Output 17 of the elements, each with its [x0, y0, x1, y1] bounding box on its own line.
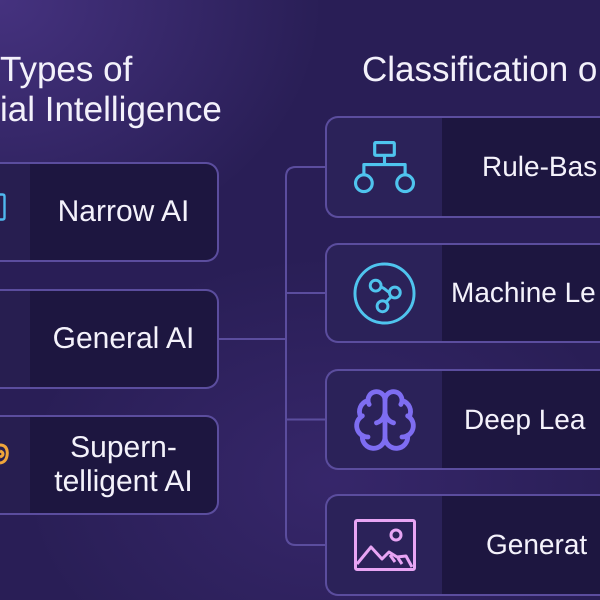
- column-heading: Classification o: [362, 50, 598, 90]
- card-label: Machine Le: [451, 277, 596, 309]
- category-card: [325, 369, 600, 470]
- category-card: [325, 243, 600, 343]
- card-label: Rule-Bas: [482, 151, 598, 183]
- card-label: Deep Lea: [464, 404, 586, 436]
- card-label: Supern- telligent AI: [53, 431, 194, 499]
- connector-line: [219, 338, 325, 546]
- category-card: [325, 116, 600, 218]
- card-label: General AI: [52, 322, 194, 356]
- category-card: [0, 162, 219, 262]
- category-card: [325, 494, 600, 596]
- column-heading: Types of ial Intelligence: [0, 50, 223, 130]
- card-label: Generat: [486, 529, 588, 561]
- category-card: [0, 289, 219, 389]
- category-card: [0, 415, 219, 515]
- card-label: Narrow AI: [58, 195, 190, 229]
